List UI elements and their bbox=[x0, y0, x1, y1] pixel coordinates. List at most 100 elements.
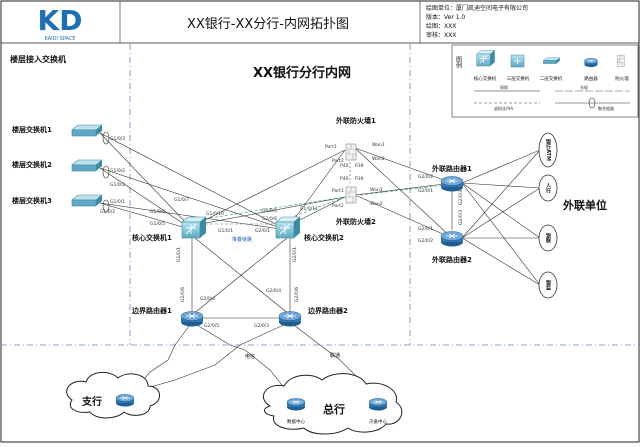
port-label: G1/0/1 bbox=[218, 228, 233, 234]
edge-router-1[interactable]: 边界路由器1 bbox=[131, 306, 204, 327]
telecom-label: 电信 bbox=[245, 353, 255, 360]
port-label: Wan1 bbox=[372, 142, 385, 148]
core-switch-icon bbox=[275, 216, 301, 239]
floor-switch-2[interactable]: 楼层交换机2 bbox=[12, 159, 103, 172]
port-label: P40 bbox=[340, 163, 349, 169]
legend-title-1: 图例 bbox=[455, 56, 462, 69]
l2-switch-icon bbox=[71, 194, 103, 207]
branch-cloud[interactable]: 支行 bbox=[66, 372, 160, 419]
ha-links bbox=[205, 184, 446, 225]
link-fs2-core2 bbox=[99, 167, 288, 231]
unicom-label: 联通 bbox=[330, 352, 340, 359]
port-label: Wan1 bbox=[370, 187, 383, 193]
link-fw1-er1 bbox=[354, 147, 453, 184]
l2-switch-icon bbox=[71, 159, 103, 172]
firewall-2-label: 外联防火墙2 bbox=[336, 217, 376, 226]
branch-label: 支行 bbox=[81, 395, 102, 408]
port-label: G2/0/3 bbox=[254, 323, 269, 329]
port-label: G2/0/3 bbox=[458, 190, 464, 205]
port-label: G1/0/11 bbox=[300, 206, 318, 212]
router-icon bbox=[584, 57, 598, 68]
ha-link-core1-fw2 bbox=[209, 196, 346, 219]
port-label: G2/0/6 bbox=[262, 216, 277, 222]
edge-router-2-label: 边界路由器2 bbox=[307, 306, 348, 315]
core-switch-2[interactable]: 核心交换机2 bbox=[275, 216, 344, 242]
port-label: G1/0/2 bbox=[110, 168, 125, 174]
hq-cloud[interactable]: 总行 数据中心 灾备中心 bbox=[263, 373, 403, 435]
port-label: G2/0/1 bbox=[418, 188, 433, 194]
page-title: XX银行-XX分行-内网拓扑图 bbox=[187, 16, 349, 32]
ext-unit-cbrc[interactable]: 银监 bbox=[538, 271, 558, 299]
port-label: G1/0/1 bbox=[110, 199, 125, 205]
ext-unit-cbrc-shape bbox=[538, 271, 558, 299]
firewall-2[interactable]: 外联防火墙2 bbox=[336, 186, 376, 226]
port-label: G1/0/1 bbox=[176, 247, 182, 262]
l2-switch-icon bbox=[71, 124, 103, 137]
port-label: G1/0/7 bbox=[174, 197, 189, 203]
link-fs3-core1 bbox=[99, 202, 194, 231]
link-fs2-core1 bbox=[99, 167, 194, 231]
router-icon bbox=[440, 176, 464, 192]
router-icon bbox=[440, 231, 464, 247]
link-er1-pboc bbox=[461, 182, 541, 189]
legend-label-core: 核心交换机 bbox=[474, 75, 497, 82]
ext-unit-pboc[interactable]: 人行 bbox=[538, 174, 558, 202]
port-label: G2/0/1 bbox=[292, 247, 298, 262]
legend-label-l2: 二层交换机 bbox=[540, 75, 563, 82]
logo-name: KAIDI SPACE bbox=[45, 36, 76, 42]
port-label: G2/0/3 bbox=[458, 210, 464, 225]
router-icon bbox=[286, 398, 306, 411]
link-edge2-branch bbox=[132, 321, 291, 393]
port-label: G1/0/5 bbox=[150, 221, 165, 227]
floor-switch-1[interactable]: 楼层交换机1 bbox=[12, 124, 103, 137]
port-label: G2/0/4 bbox=[200, 296, 215, 302]
hq-disaster-center-label: 灾备中心 bbox=[369, 418, 387, 425]
floor-switch-3[interactable]: 楼层交换机3 bbox=[12, 194, 103, 207]
branch-cloud-shape bbox=[66, 372, 160, 419]
router-icon bbox=[115, 394, 135, 407]
link-fs1-core2 bbox=[99, 132, 288, 231]
legend-label-router: 路由器 bbox=[584, 75, 598, 82]
core-switch-icon bbox=[181, 216, 207, 239]
legend-fiber-label: 光缆 bbox=[580, 84, 588, 90]
link-core1-fw1 bbox=[194, 149, 346, 226]
l3-switch-icon bbox=[510, 54, 525, 68]
link-edge1-hq bbox=[191, 321, 291, 396]
port-label: G2/0/6 bbox=[294, 287, 300, 302]
port-label: G1/0/6 bbox=[150, 209, 165, 215]
ext-unit-atm[interactable]: 银行ATM bbox=[538, 132, 558, 168]
ext-unit-pboc-label: 人行 bbox=[545, 182, 552, 194]
link-er2-cbrc bbox=[461, 237, 541, 286]
port-label: G2/0/1 bbox=[255, 228, 270, 234]
port-label: G2/0/2 bbox=[418, 174, 433, 180]
ext-unit-atm-label: 银行ATM bbox=[545, 138, 552, 160]
port-label: Port1 bbox=[332, 188, 344, 194]
core-switch-1[interactable]: 核心交换机1 bbox=[132, 216, 207, 242]
port-label: G1/0/2 bbox=[110, 182, 125, 188]
port-label: P39 bbox=[355, 163, 364, 169]
port-label: Port1 bbox=[325, 144, 337, 150]
section-floor-access: 楼层接入交换机 bbox=[10, 54, 66, 64]
legend-label-firewall: 防火墙 bbox=[615, 75, 629, 82]
floor-switch-1-label: 楼层交换机1 bbox=[12, 125, 52, 134]
ext-router-2[interactable]: 外联路由器2 bbox=[432, 231, 472, 265]
port-label: G2/0/1 bbox=[418, 226, 433, 232]
port-label: Port2 bbox=[332, 203, 344, 209]
ext-unit-unionpay[interactable]: 银联 bbox=[538, 224, 558, 252]
info-version: 版本：Ver 1.0 bbox=[426, 13, 465, 21]
port-label: G2/0/5 bbox=[204, 323, 219, 329]
port-label: G2/0/5 bbox=[262, 208, 277, 214]
firewall-1[interactable]: 外联防火墙1 bbox=[336, 116, 376, 161]
legend-label-l3: 三层交换机 bbox=[507, 75, 530, 82]
link-er2-pboc bbox=[461, 187, 541, 239]
ext-router-1[interactable]: 外联路由器1 bbox=[432, 164, 472, 192]
links bbox=[99, 132, 541, 396]
router-icon bbox=[180, 311, 204, 327]
edge-router-2[interactable]: 边界路由器2 bbox=[278, 306, 348, 327]
firewall-icon bbox=[345, 143, 357, 161]
l2-switch-icon bbox=[543, 57, 561, 64]
router-icon bbox=[368, 398, 388, 411]
stack-link-label: 堆叠链路 bbox=[232, 236, 252, 243]
